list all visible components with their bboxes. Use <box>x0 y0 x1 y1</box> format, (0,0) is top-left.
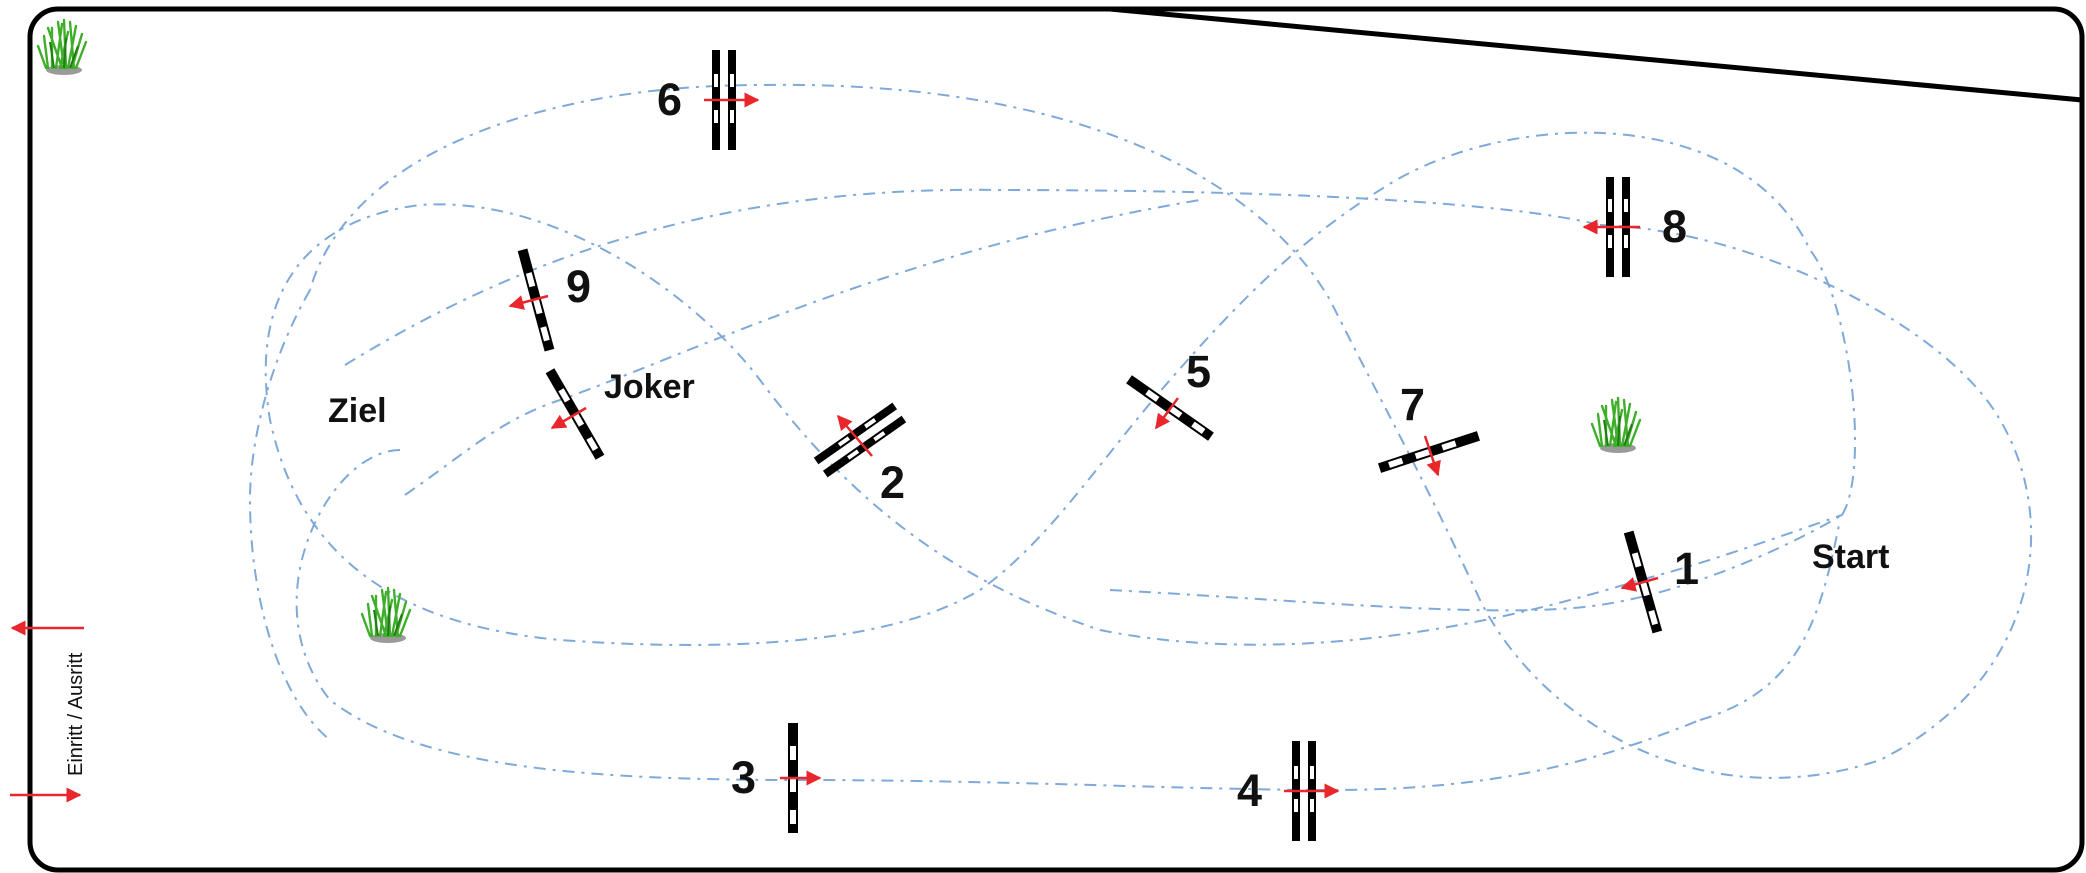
obstacle-9-label: 9 <box>566 261 591 312</box>
entrance-exit-label: Einritt / Ausritt <box>65 652 87 776</box>
joker-label: Joker <box>604 368 695 406</box>
obstacle-2-label: 2 <box>880 457 905 508</box>
grass-icon <box>36 18 88 77</box>
grass-icon <box>1590 396 1642 455</box>
finish-label: Ziel <box>328 392 387 430</box>
obstacle-2-arrow <box>837 414 873 457</box>
grass-icon <box>360 586 412 645</box>
obstacle-5-arrow <box>1154 397 1180 430</box>
obstacle-5-label: 5 <box>1186 346 1211 397</box>
entrance-exit-marker: Einritt / Ausritt <box>10 620 87 803</box>
obstacle-4-label: 4 <box>1237 765 1262 816</box>
obstacle-8-label: 8 <box>1662 201 1687 252</box>
obstacle-1-arrow <box>1620 576 1659 592</box>
arena-corner-line <box>1109 6 2083 103</box>
obstacle-9-arrow <box>508 294 549 310</box>
obstacle-6-label: 6 <box>657 74 682 125</box>
arena-border <box>27 6 2085 873</box>
obstacle-1-label: 1 <box>1674 543 1699 594</box>
obstacle-7-arrow <box>1423 435 1441 477</box>
obstacle-joker-arrow <box>550 406 587 430</box>
obstacle-7-label: 7 <box>1400 379 1425 430</box>
obstacle-3-label: 3 <box>731 752 756 803</box>
route-paths <box>248 83 2033 792</box>
obstacle-7 <box>1377 431 1481 473</box>
start-label: Start <box>1812 538 1889 576</box>
